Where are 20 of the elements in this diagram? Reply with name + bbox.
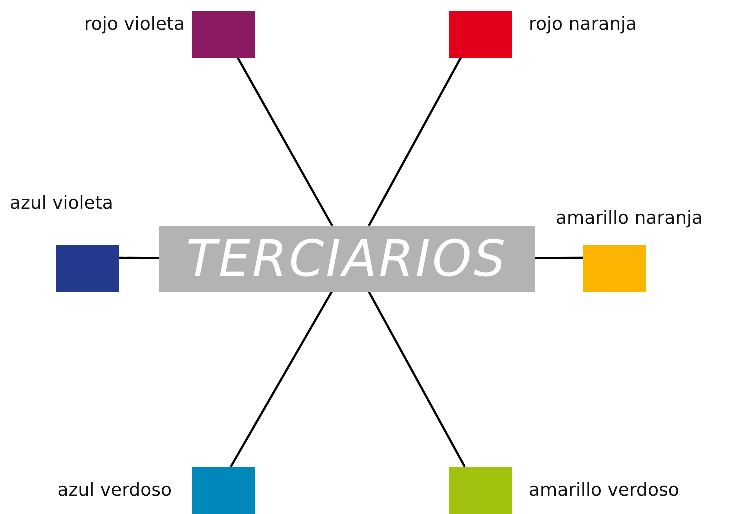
connector-line: [119, 256, 159, 260]
color-swatch-box: [56, 245, 119, 292]
color-name-label: azul verdoso: [56, 480, 172, 502]
color-swatch-box: [583, 245, 646, 292]
title-box: [159, 226, 535, 292]
connector-line: [368, 291, 466, 468]
box-title: TERCIARIOS: [186, 230, 508, 288]
color-swatch-box: [449, 11, 512, 58]
color-swatch-box: [192, 467, 255, 514]
connector-line: [368, 57, 462, 227]
color-name-label: rojo violeta: [83, 14, 185, 36]
color-name-label: amarillo verdoso: [529, 480, 680, 502]
color-swatch-box: [192, 11, 255, 58]
connector-line: [230, 291, 333, 468]
connector-line: [535, 256, 583, 260]
color-name-label: rojo naranja: [529, 14, 638, 36]
color-name-label: azul violeta: [10, 193, 114, 215]
connector-line: [237, 57, 334, 227]
color-swatch-box: [449, 467, 512, 514]
color-name-label: amarillo naranja: [556, 208, 704, 230]
